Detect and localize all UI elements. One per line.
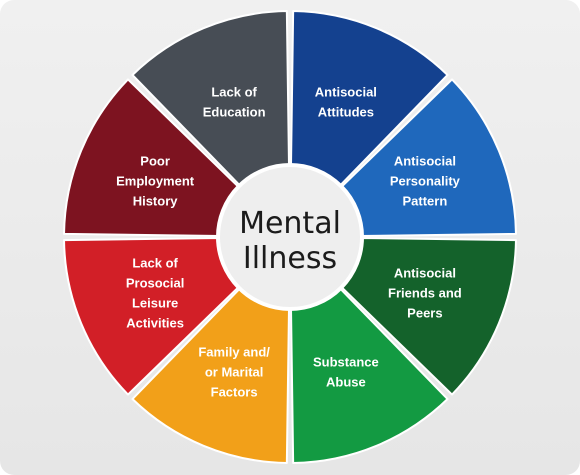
label-line: Antisocial: [394, 154, 456, 169]
label-line: Friends and: [388, 285, 462, 300]
label-line: Factors: [211, 384, 258, 399]
label-line: Family and/: [198, 344, 270, 359]
label-line: Education: [203, 105, 266, 120]
label-line: Prosocial: [126, 275, 185, 290]
label-line: History: [133, 194, 179, 209]
label-line: Activities: [126, 315, 184, 330]
label-line: Abuse: [326, 374, 366, 389]
label-line: Attitudes: [318, 105, 374, 120]
label-line: Peers: [407, 305, 442, 320]
label-line: or Marital: [205, 364, 264, 379]
center-title-line2: Illness: [243, 241, 337, 276]
label-line: Leisure: [132, 295, 178, 310]
label-line: Lack of: [132, 255, 178, 270]
center-title-line1: Mental: [239, 206, 341, 241]
label-line: Antisocial: [394, 265, 456, 280]
label-line: Poor: [140, 154, 170, 169]
wheel-segments: [63, 10, 517, 464]
label-line: Personality: [390, 174, 461, 189]
label-line: Lack of: [211, 85, 257, 100]
label-line: Substance: [313, 354, 379, 369]
center-circle: [216, 163, 364, 311]
label-lack-of-education: Lack of Education: [203, 85, 266, 120]
label-line: Employment: [116, 174, 195, 189]
label-line: Pattern: [402, 194, 447, 209]
label-line: Antisocial: [315, 85, 377, 100]
